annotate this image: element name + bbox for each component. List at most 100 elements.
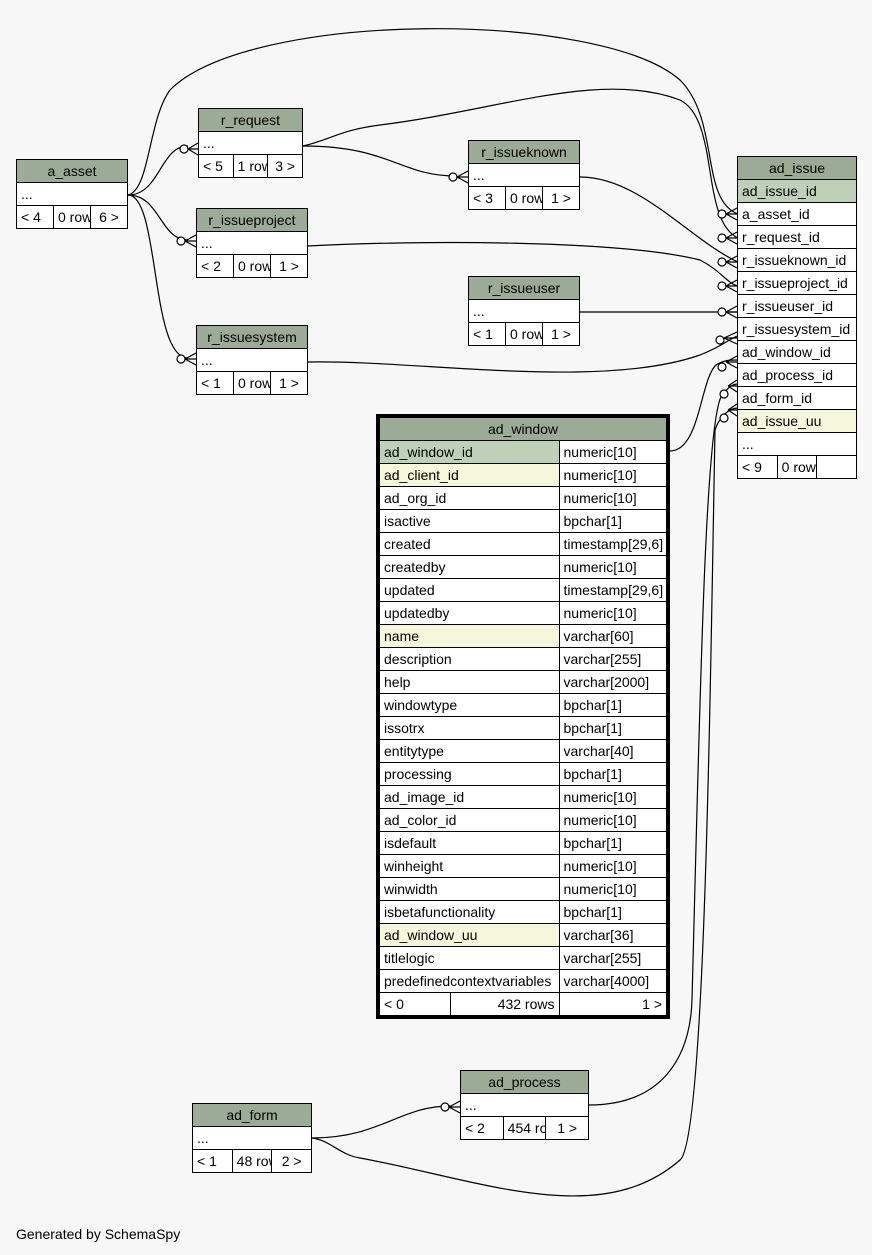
parents-link[interactable]: < 3	[468, 186, 506, 210]
column-r-issueproject-id[interactable]: r_issueproject_id	[737, 271, 857, 295]
column-name[interactable]: updated	[377, 578, 560, 602]
table-title[interactable]: r_issueknown	[468, 140, 580, 164]
column-name[interactable]: help	[377, 670, 560, 694]
column-name[interactable]: ad_client_id	[377, 463, 560, 487]
table-ad-form[interactable]: ad_form ... < 1 48 rows 2 >	[192, 1103, 312, 1173]
children-link[interactable]	[816, 455, 857, 479]
table-a-asset[interactable]: a_asset ... < 4 0 rows 6 >	[16, 159, 128, 229]
column-name[interactable]: createdby	[377, 555, 560, 579]
column-ad-issue-uu[interactable]: ad_issue_uu	[737, 409, 857, 433]
column-r-issueknown-id[interactable]: r_issueknown_id	[737, 248, 857, 272]
table-ad-issue[interactable]: ad_issue ad_issue_id a_asset_id r_reques…	[737, 156, 857, 479]
column-ad-process-id[interactable]: ad_process_id	[737, 363, 857, 387]
table-title[interactable]: ad_issue	[737, 156, 857, 180]
table-title[interactable]: ad_process	[460, 1070, 589, 1094]
column-name[interactable]: updatedby	[377, 601, 560, 625]
column-r-request-id[interactable]: r_request_id	[737, 225, 857, 249]
column-name[interactable]: ad_window_uu	[377, 923, 560, 947]
column-a-asset-id[interactable]: a_asset_id	[737, 202, 857, 226]
parents-link[interactable]: < 0	[377, 992, 451, 1018]
table-r-issueuser[interactable]: r_issueuser ... < 1 0 rows 1 >	[468, 276, 580, 346]
column-ad-form-id[interactable]: ad_form_id	[737, 386, 857, 410]
table-title[interactable]: ad_form	[192, 1103, 312, 1127]
table-r-issuesystem[interactable]: r_issuesystem ... < 1 0 rows 1 >	[196, 325, 308, 395]
parents-link[interactable]: < 9	[737, 455, 778, 479]
table-title[interactable]: r_request	[198, 108, 303, 132]
column-name[interactable]: isdefault	[377, 831, 560, 855]
column-type: varchar[60]	[558, 624, 669, 648]
parents-link[interactable]: < 1	[192, 1149, 233, 1173]
children-link[interactable]: 6 >	[90, 205, 128, 229]
column-name[interactable]: isactive	[377, 509, 560, 533]
table-title[interactable]: ad_window	[377, 415, 669, 441]
column-name[interactable]: titlelogic	[377, 946, 560, 970]
parents-link[interactable]: < 5	[198, 154, 234, 178]
column-name[interactable]: ad_org_id	[377, 486, 560, 510]
parents-link[interactable]: < 1	[468, 322, 506, 346]
column-ad-issue-id[interactable]: ad_issue_id	[737, 179, 857, 203]
table-title[interactable]: r_issueuser	[468, 276, 580, 300]
column-name[interactable]: created	[377, 532, 560, 556]
table-title[interactable]: a_asset	[16, 159, 128, 183]
column-name[interactable]: name	[377, 624, 560, 648]
column-name[interactable]: windowtype	[377, 693, 560, 717]
children-link[interactable]: 1 >	[270, 371, 308, 395]
parents-link[interactable]: < 2	[460, 1116, 504, 1140]
column-name[interactable]: issotrx	[377, 716, 560, 740]
column-ad-window-id[interactable]: ad_window_id	[737, 340, 857, 364]
children-link[interactable]: 1 >	[545, 1116, 589, 1140]
column-name[interactable]: ad_color_id	[377, 808, 560, 832]
column-r-issueuser-id[interactable]: r_issueuser_id	[737, 294, 857, 318]
column-name[interactable]: ad_window_id	[377, 440, 560, 464]
children-link[interactable]: 2 >	[271, 1149, 312, 1173]
column-name[interactable]: isbetafunctionality	[377, 900, 560, 924]
children-link[interactable]: 1 >	[542, 186, 580, 210]
table-r-issueknown[interactable]: r_issueknown ... < 3 0 rows 1 >	[468, 140, 580, 210]
table-title[interactable]: r_issuesystem	[196, 325, 308, 349]
column-name[interactable]: ad_image_id	[377, 785, 560, 809]
children-link[interactable]: 1 >	[270, 254, 308, 278]
parents-link[interactable]: < 4	[16, 205, 54, 229]
parents-link[interactable]: < 2	[196, 254, 234, 278]
column-name[interactable]: entitytype	[377, 739, 560, 763]
column-r-issuesystem-id[interactable]: r_issuesystem_id	[737, 317, 857, 341]
column-name[interactable]: winwidth	[377, 877, 560, 901]
table-r-request[interactable]: r_request ... < 5 1 row 3 >	[198, 108, 303, 178]
column-name[interactable]: description	[377, 647, 560, 671]
children-link[interactable]: 1 >	[542, 322, 580, 346]
column-name[interactable]: processing	[377, 762, 560, 786]
children-link[interactable]: 1 >	[558, 992, 669, 1018]
column-name[interactable]: predefinedcontextvariables	[377, 969, 560, 993]
column-name[interactable]: winheight	[377, 854, 560, 878]
table-title[interactable]: r_issueproject	[196, 208, 308, 232]
table-ad-process[interactable]: ad_process ... < 2 454 rows 1 >	[460, 1070, 589, 1140]
children-link[interactable]: 3 >	[267, 154, 303, 178]
table-r-issueproject[interactable]: r_issueproject ... < 2 0 rows 1 >	[196, 208, 308, 278]
parents-link[interactable]: < 1	[196, 371, 234, 395]
